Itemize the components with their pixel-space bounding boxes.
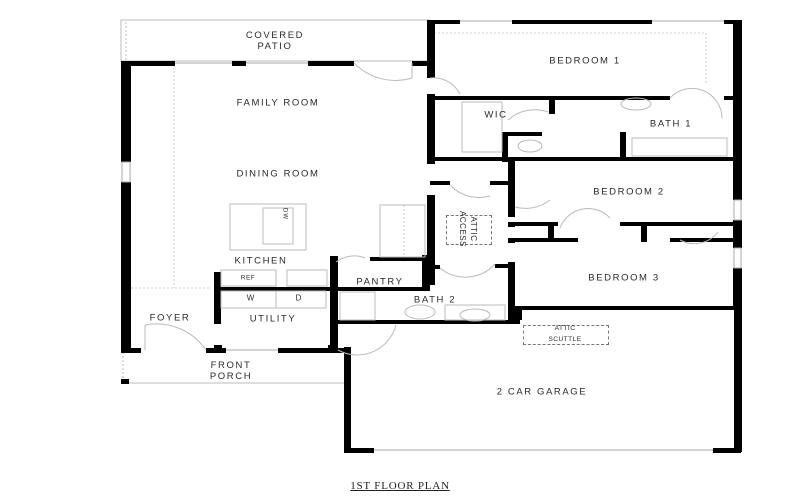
room-label-attic-access: ATTIC ACCESS — [457, 211, 479, 247]
room-label-front-porch: FRONT PORCH — [210, 360, 252, 382]
room-label-bedroom-3: BEDROOM 3 — [588, 272, 660, 284]
door-swings — [144, 62, 723, 356]
kitchen-island — [229, 203, 307, 251]
attic-scuttle-line2: SCUTTLE — [548, 336, 582, 343]
attic-access-box — [446, 215, 492, 245]
room-label-garage: 2 CAR GARAGE — [496, 386, 588, 398]
fixture-label-refrigerator: REF — [240, 274, 256, 282]
room-label-wic: WIC — [484, 109, 508, 121]
front-porch-line1: FRONT — [210, 360, 252, 371]
bath1-tub — [631, 137, 728, 157]
fixture-label-dishwasher: DW — [281, 208, 288, 220]
room-label-utility: UTILITY — [249, 313, 297, 325]
fixture-label-washer: W — [246, 293, 256, 303]
covered-patio-line1: COVERED — [245, 30, 305, 41]
room-label-bedroom-1: BEDROOM 1 — [549, 55, 621, 67]
room-label-attic-scuttle: ATTIC SCUTTLE — [548, 323, 581, 345]
room-label-bath-1: BATH 1 — [649, 118, 693, 130]
range-cabinet — [379, 204, 426, 258]
walls — [121, 20, 742, 453]
attic-scuttle-line1: ATTIC — [554, 325, 576, 332]
front-porch-outline — [121, 352, 344, 384]
room-label-bedroom-2: BEDROOM 2 — [593, 186, 665, 198]
dryer — [275, 290, 327, 309]
room-label-foyer: FOYER — [149, 312, 191, 324]
attic-access-line1: ATTIC — [469, 216, 478, 242]
tub — [339, 291, 376, 321]
covered-patio-line2: PATIO — [257, 41, 293, 52]
sink — [262, 207, 294, 245]
attic-access-line2: ACCESS — [458, 211, 467, 247]
fixtures — [220, 97, 728, 322]
room-label-bath-2: BATH 2 — [413, 294, 457, 306]
vanity-sink — [459, 308, 491, 322]
bath1-toilet — [517, 139, 543, 153]
attic-scuttle-box — [523, 325, 609, 345]
front-porch-line2: PORCH — [209, 371, 253, 382]
room-label-dining-room: DINING ROOM — [236, 168, 320, 180]
room-label-pantry: PANTRY — [356, 276, 404, 288]
wic-shelf — [461, 101, 503, 153]
room-label-kitchen: KITCHEN — [234, 255, 288, 267]
fixture-label-dryer: D — [295, 293, 303, 303]
windows — [121, 20, 742, 451]
room-label-covered-patio: COVERED PATIO — [246, 30, 304, 52]
bath1-sink — [620, 97, 652, 111]
refrigerator — [220, 269, 277, 287]
dotted-guides — [127, 32, 707, 289]
plan-title: 1ST FLOOR PLAN — [350, 480, 450, 492]
toilet — [404, 304, 436, 320]
room-label-family-room: FAMILY ROOM — [236, 97, 320, 109]
